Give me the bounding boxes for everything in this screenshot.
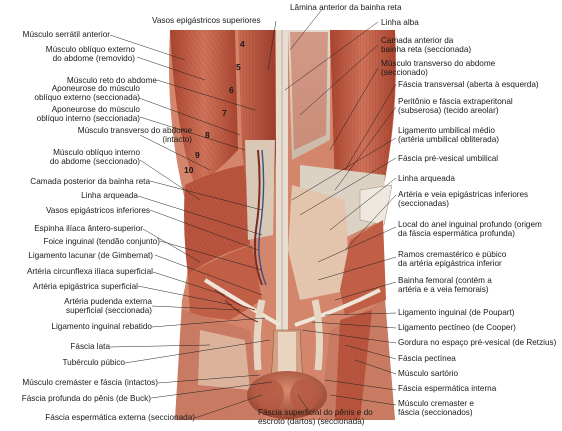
fascia-flap-fold bbox=[359, 184, 393, 226]
label-fascia-pre-vesical: Fáscia pré-vesical umbilical bbox=[398, 154, 499, 163]
label-arteria-circunflexa: Artéria circunflexa ilíaca superficial bbox=[26, 267, 153, 276]
label-bainha-femoral: Bainha femoral (contém a artéria e a vei… bbox=[398, 276, 492, 295]
label-transverso-intacto: Músculo transverso do abdome (intacto) bbox=[77, 126, 192, 145]
label-ligamento-pectineo: Ligamento pectíneo (de Cooper) bbox=[398, 323, 516, 332]
label-ligamento-inguinal: Ligamento inguinal (de Poupart) bbox=[398, 308, 515, 317]
label-fascia-superficial-penis: Fáscia superficial do pênis e do escroto… bbox=[258, 408, 373, 427]
label-musculo-reto: Músculo reto do abdome bbox=[66, 76, 157, 85]
label-obliquo-externo: Músculo oblíquo externo do abdome (remov… bbox=[45, 45, 135, 64]
label-linha-arqueada-right: Linha arqueada bbox=[398, 174, 455, 183]
label-lamina-anterior: Lâmina anterior da bainha reta bbox=[290, 3, 402, 12]
leader-lines bbox=[109, 7, 397, 419]
label-linha-arqueada-left: Linha arqueada bbox=[81, 191, 138, 200]
rib-number-8: 8 bbox=[205, 130, 210, 140]
label-linha-alba: Linha alba bbox=[381, 18, 419, 27]
label-ligamento-lacunar: Ligamento lacunar (de Gimbernat) bbox=[28, 251, 153, 260]
label-obliquo-interno: Músculo oblíquo interno do abdome (secci… bbox=[49, 148, 140, 167]
label-arteria-pudenda: Artéria pudenda externa superficial (sec… bbox=[64, 297, 152, 316]
label-vasos-epigastricos-inferiores: Vasos epigástricos inferiores bbox=[45, 206, 150, 215]
label-fascia-profunda-penis: Fáscia profunda do pênis (de Buck) bbox=[21, 394, 151, 403]
label-camada-posterior: Camada posterior da bainha reta bbox=[30, 177, 150, 186]
label-cremaster-intactos: Músculo cremáster e fáscia (intactos) bbox=[22, 378, 158, 387]
label-fascia-espermatica-interna: Fáscia espermática interna bbox=[398, 384, 497, 393]
rib-number-5: 5 bbox=[236, 62, 241, 72]
label-espinha-iliaca: Espinha ilíaca ântero-superior bbox=[34, 224, 143, 233]
label-musculo-serratil: Músculo serrátil anterior bbox=[22, 30, 110, 39]
label-peritonio: Peritônio e fáscia extraperitonal (subse… bbox=[398, 97, 513, 116]
label-foice-inguinal: Foice inguinal (tendão conjunto) bbox=[43, 237, 160, 246]
label-vasos-epigastricos-superiores: Vasos epigástricos superiores bbox=[152, 16, 261, 25]
label-fascia-transversal: Fáscia transversal (aberta à esquerda) bbox=[398, 80, 539, 89]
spermatic-cord-left bbox=[253, 299, 266, 371]
label-arteria-epigastrica-superficial: Artéria epigástrica superficial bbox=[32, 282, 138, 291]
label-ligamento-rebatido: Ligamento inguinal rebatido bbox=[51, 322, 152, 331]
serratus-fibers bbox=[170, 30, 238, 185]
rib-number-9: 9 bbox=[195, 150, 200, 160]
rectus-abdominis-right bbox=[290, 32, 328, 150]
label-aponeurose-obliquo-interno: Aponeurose do músculo oblíquo interno (s… bbox=[36, 105, 140, 124]
label-transverso-seccionado: Músculo transverso do abdome (seccionado… bbox=[381, 59, 496, 78]
rib-number-4: 4 bbox=[240, 39, 245, 49]
label-fascia-pectinea: Fáscia pectínea bbox=[398, 354, 456, 363]
rib-number-10: 10 bbox=[184, 165, 194, 175]
rib-number-6: 6 bbox=[229, 85, 234, 95]
label-tuberculo-pubico: Tubérculo púbico bbox=[62, 358, 125, 367]
peritoneum-area bbox=[288, 185, 350, 300]
label-cremaster-seccionados: Músculo cremaster e fáscia (seccionados) bbox=[398, 399, 474, 418]
label-arteria-veia-epigastricas: Artéria e veia epigástricas inferiores (… bbox=[398, 190, 529, 209]
label-aponeurose-obliquo-externo: Aponeurose do músculo oblíquo externo (s… bbox=[34, 84, 140, 103]
label-camada-anterior: Camada anterior da bainha reta (secciona… bbox=[381, 36, 472, 55]
label-musculo-sartorio: Músculo sartório bbox=[398, 369, 459, 378]
label-fascia-espermatica-externa: Fáscia espermática externa (seccionada) bbox=[45, 413, 195, 422]
inguinal-ligament-right bbox=[294, 288, 381, 327]
label-fascia-lata: Fáscia lata bbox=[70, 342, 110, 351]
internal-oblique-fibers bbox=[184, 165, 250, 275]
transversus-right-fibers bbox=[330, 30, 396, 195]
lower-left-muscle bbox=[188, 245, 262, 320]
label-ligamento-umbilical: Ligamento umbilical médio (artéria umbil… bbox=[398, 126, 500, 145]
label-ramos-cremasterico: Ramos cremastérico e púbico da artéria e… bbox=[398, 250, 507, 269]
label-anel-inguinal: Local do anel inguinal profundo (origem … bbox=[398, 220, 542, 239]
inguinal-ligament-left bbox=[203, 278, 281, 327]
rib-number-7: 7 bbox=[222, 108, 227, 118]
label-gordura: Gordura no espaço pré-vesical (de Retziu… bbox=[398, 338, 557, 347]
